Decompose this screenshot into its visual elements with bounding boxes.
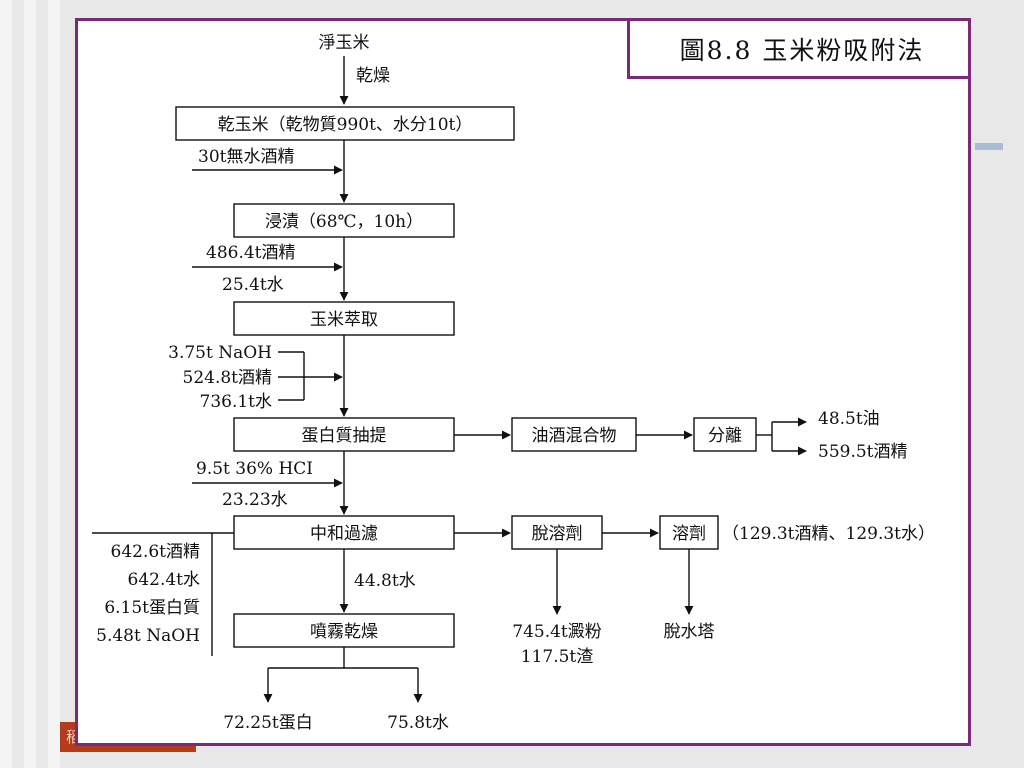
- output-water-75: 75.8t水: [387, 713, 449, 733]
- input-alcohol-524: 524.8t酒精: [183, 368, 273, 388]
- filtrate-item: 642.6t酒精: [111, 542, 201, 562]
- input-alcohol-486: 486.4t酒精: [206, 243, 296, 263]
- decorative-dash: [975, 143, 1003, 150]
- start-label: 淨玉米: [319, 33, 370, 53]
- output-protein: 72.25t蛋白: [223, 713, 313, 733]
- output-residue: 117.5t渣: [521, 647, 594, 667]
- neutral-filter-label: 中和過濾: [310, 524, 378, 544]
- output-alcohol-559: 559.5t酒精: [818, 442, 908, 462]
- spray-dry-label: 噴霧乾燥: [310, 622, 378, 642]
- background-stripe: [0, 0, 12, 768]
- filtrate-item: 642.4t水: [128, 570, 201, 590]
- protein-extract-label: 蛋白質抽提: [302, 426, 387, 446]
- figure-title: 圖8.8 玉米粉吸附法: [627, 21, 968, 79]
- separate-label: 分離: [708, 426, 742, 446]
- box-protein-extract: [233, 417, 455, 452]
- desolvent-label: 脫溶劑: [532, 524, 583, 544]
- oil-mix-label: 油酒混合物: [532, 426, 617, 446]
- output-tower: 脫水塔: [664, 622, 715, 642]
- input-water-23: 23.23水: [222, 490, 288, 510]
- output-water-44: 44.8t水: [354, 571, 416, 591]
- slide: 淨玉米 乾燥 乾玉米（乾物質990t、水分10t） 30t無水酒精 浸漬（68℃…: [75, 18, 971, 746]
- input-naoh: 3.75t NaOH: [168, 343, 272, 363]
- input-water-25: 25.4t水: [222, 275, 284, 295]
- background-stripe: [24, 0, 36, 768]
- input-hcl: 9.5t 36% HCI: [196, 459, 313, 479]
- background-stripe: [48, 0, 60, 768]
- input-water-736: 736.1t水: [200, 392, 273, 412]
- dry-step-label: 乾燥: [356, 66, 390, 86]
- box-spray-dry: [233, 613, 455, 648]
- box-extract: [233, 301, 455, 336]
- box-separate: [693, 417, 757, 452]
- box-dry-corn: [175, 106, 515, 141]
- box-steep: [233, 203, 455, 238]
- flow-diagram: 淨玉米 乾燥 乾玉米（乾物質990t、水分10t） 30t無水酒精 浸漬（68℃…: [92, 33, 935, 733]
- filtrate-item: 6.15t蛋白質: [104, 598, 200, 618]
- solvent-label: 溶劑: [672, 524, 706, 544]
- output-starch: 745.4t澱粉: [512, 622, 602, 642]
- box-solvent: [659, 515, 719, 550]
- dry-corn-label: 乾玉米（乾物質990t、水分10t）: [218, 115, 473, 135]
- extract-label: 玉米萃取: [310, 310, 378, 330]
- solvent-detail: （129.3t酒精、129.3t水）: [722, 524, 935, 544]
- output-oil: 48.5t油: [818, 409, 880, 429]
- filtrate-item: 5.48t NaOH: [96, 626, 200, 646]
- input-alcohol-30: 30t無水酒精: [198, 147, 294, 167]
- steep-label: 浸漬（68℃，10h）: [265, 212, 423, 232]
